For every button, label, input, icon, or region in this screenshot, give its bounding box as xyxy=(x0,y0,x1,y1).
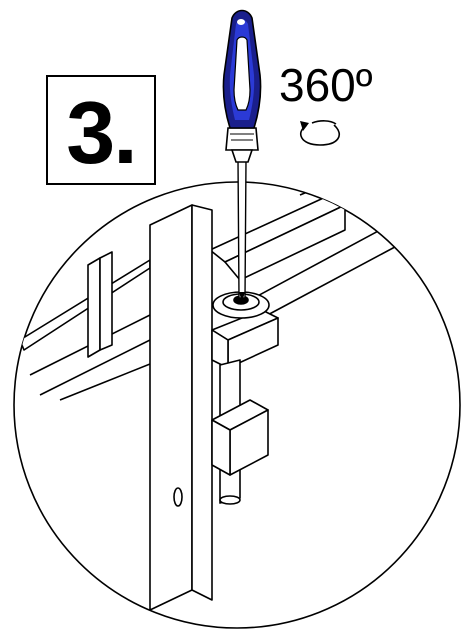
step-number: 3. xyxy=(66,83,137,182)
rotate-arrow-icon xyxy=(299,120,340,146)
screwdriver-icon xyxy=(222,9,262,302)
post-hole xyxy=(173,487,183,507)
clamp-block xyxy=(211,399,269,476)
rotation-label: 360º xyxy=(279,59,373,111)
main-post xyxy=(149,204,213,611)
inner-post xyxy=(87,251,113,358)
step-number-box: 3. xyxy=(46,75,156,185)
detail-circle xyxy=(13,181,461,629)
bracket-block xyxy=(211,309,279,369)
